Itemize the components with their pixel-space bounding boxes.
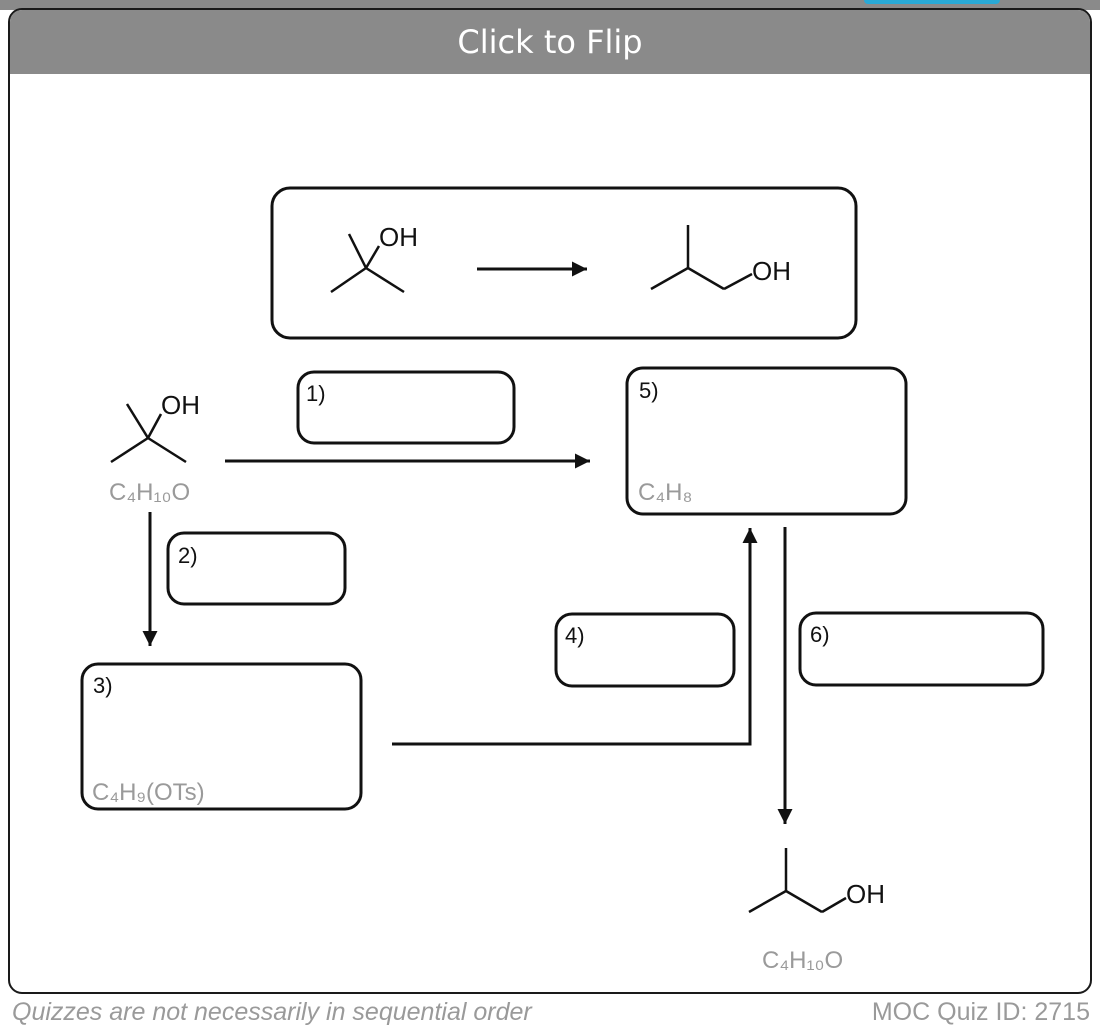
end-formula: C₄H₁₀O — [762, 947, 843, 974]
answer-box-6[interactable] — [798, 611, 1045, 687]
box-1-number: 1) — [306, 381, 326, 406]
quiz-id: MOC Quiz ID: 2715 — [871, 998, 1090, 1026]
end-molecule — [748, 848, 847, 914]
box-2-number: 2) — [178, 543, 198, 568]
top-tab[interactable] — [864, 0, 1000, 4]
answer-box-5[interactable] — [625, 366, 908, 516]
start-molecule — [110, 403, 187, 464]
end-molecule-oh: OH — [846, 879, 885, 909]
top-strip — [0, 0, 1100, 10]
summary-reactant-molecule — [330, 233, 405, 294]
summary-product-molecule — [650, 225, 753, 291]
summary-product-oh: OH — [752, 256, 791, 286]
box-3-formula: C₄H₉(OTs) — [92, 779, 205, 806]
answer-box-4[interactable] — [554, 612, 736, 688]
answer-box-2[interactable] — [166, 531, 347, 606]
box-5-formula: C₄H₈ — [638, 479, 692, 506]
start-molecule-oh: OH — [161, 390, 200, 420]
arrow-step-4 — [392, 528, 758, 746]
box-4-number: 4) — [565, 623, 585, 648]
summary-reactant-oh: OH — [379, 222, 418, 252]
answer-box-1[interactable] — [296, 370, 516, 445]
start-formula: C₄H₁₀O — [109, 479, 190, 506]
footer-note: Quizzes are not necessarily in sequentia… — [12, 998, 532, 1026]
box-5-number: 5) — [639, 378, 659, 403]
flip-button[interactable]: Click to Flip — [10, 10, 1090, 74]
answer-box-3[interactable] — [80, 662, 363, 811]
box-6-number: 6) — [810, 622, 830, 647]
summary-reaction-box — [270, 186, 858, 340]
box-3-number: 3) — [93, 673, 113, 698]
flashcard[interactable]: Click to Flip — [8, 8, 1092, 994]
flip-label: Click to Flip — [457, 23, 643, 61]
